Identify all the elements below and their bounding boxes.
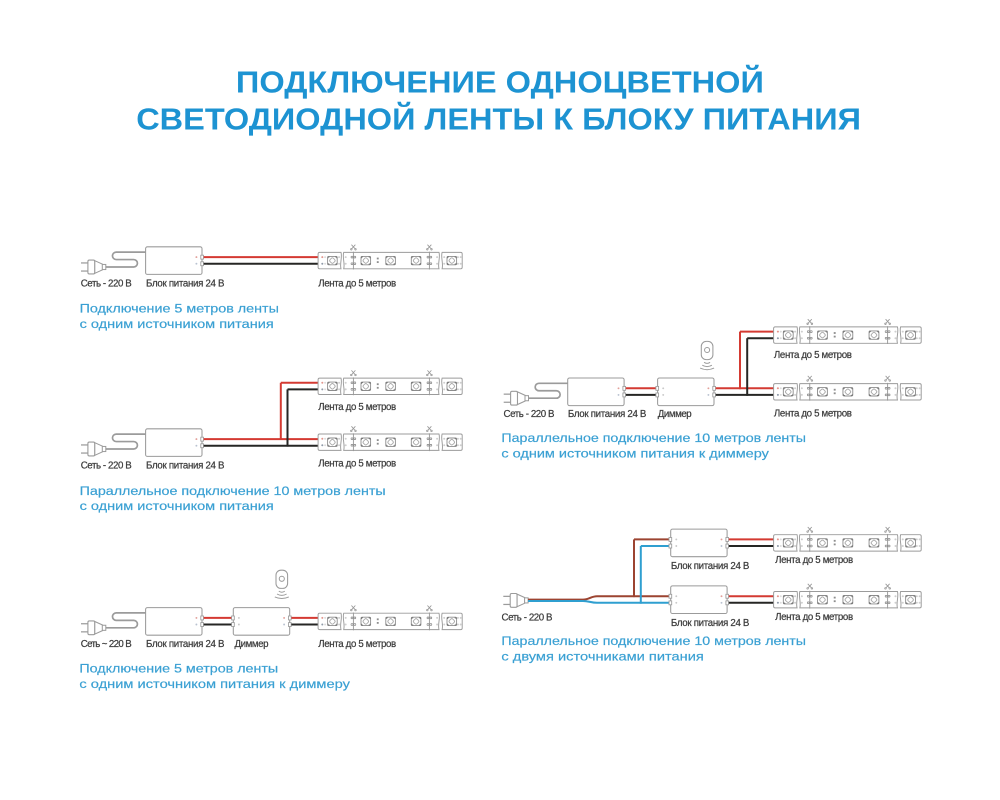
svg-text:Блок питания 24 В: Блок питания 24 В xyxy=(671,618,750,629)
svg-text:СВЕТОДИОДНОЙ ЛЕНТЫ К БЛОКУ ПИТ: СВЕТОДИОДНОЙ ЛЕНТЫ К БЛОКУ ПИТАНИЯ xyxy=(136,101,861,136)
svg-text:Сеть - 220 В: Сеть - 220 В xyxy=(81,279,132,290)
svg-text:Сеть ~ 220 В: Сеть ~ 220 В xyxy=(81,639,132,650)
svg-text:ПОДКЛЮЧЕНИЕ ОДНОЦВЕТНОЙ: ПОДКЛЮЧЕНИЕ ОДНОЦВЕТНОЙ xyxy=(236,65,764,100)
svg-text:Лента до 5 метров: Лента до 5 метров xyxy=(775,612,853,623)
svg-text:Диммер: Диммер xyxy=(235,639,269,650)
svg-text:Сеть - 220 В: Сеть - 220 В xyxy=(81,461,132,472)
svg-text:Подключение 5 метров ленты: Подключение 5 метров ленты xyxy=(80,302,279,316)
svg-text:Лента до 5 метров: Лента до 5 метров xyxy=(318,459,396,470)
svg-text:Блок питания 24 В: Блок питания 24 В xyxy=(568,409,647,420)
svg-text:Лента до 5 метров: Лента до 5 метров xyxy=(318,279,396,290)
svg-text:с одним источником питания: с одним источником питания xyxy=(80,317,274,331)
svg-text:Лента до 5 метров: Лента до 5 метров xyxy=(774,350,852,361)
svg-text:Блок питания 24 В: Блок питания 24 В xyxy=(671,561,750,572)
svg-text:Параллельное подключение 10 ме: Параллельное подключение 10 метров ленты xyxy=(501,431,806,445)
svg-text:Подключение 5 метров ленты: Подключение 5 метров ленты xyxy=(79,662,278,676)
svg-text:Лента до 5 метров: Лента до 5 метров xyxy=(318,639,396,650)
svg-text:с двумя источниками питания: с двумя источниками питания xyxy=(501,650,703,664)
svg-text:Сеть - 220 В: Сеть - 220 В xyxy=(502,613,553,624)
svg-text:Блок питания 24 В: Блок питания 24 В xyxy=(146,639,225,650)
svg-text:Блок питания 24 В: Блок питания 24 В xyxy=(146,279,225,290)
svg-text:Параллельное подключение 10 ме: Параллельное подключение 10 метров ленты xyxy=(80,484,386,498)
svg-text:Лента до 5 метров: Лента до 5 метров xyxy=(318,402,396,413)
svg-text:с одним источником питания: с одним источником питания xyxy=(80,499,274,513)
svg-text:Параллельное подключение 10 ме: Параллельное подключение 10 метров ленты xyxy=(501,634,806,648)
svg-text:Диммер: Диммер xyxy=(658,409,692,420)
svg-text:Лента до 5 метров: Лента до 5 метров xyxy=(775,555,853,566)
svg-text:с одним источником питания к д: с одним источником питания к диммеру xyxy=(501,447,769,461)
svg-text:с одним источником питания к д: с одним источником питания к диммеру xyxy=(79,677,350,691)
svg-text:Сеть - 220 В: Сеть - 220 В xyxy=(504,409,555,420)
svg-text:Лента до 5 метров: Лента до 5 метров xyxy=(774,409,852,420)
svg-text:Блок питания 24 В: Блок питания 24 В xyxy=(146,461,225,472)
